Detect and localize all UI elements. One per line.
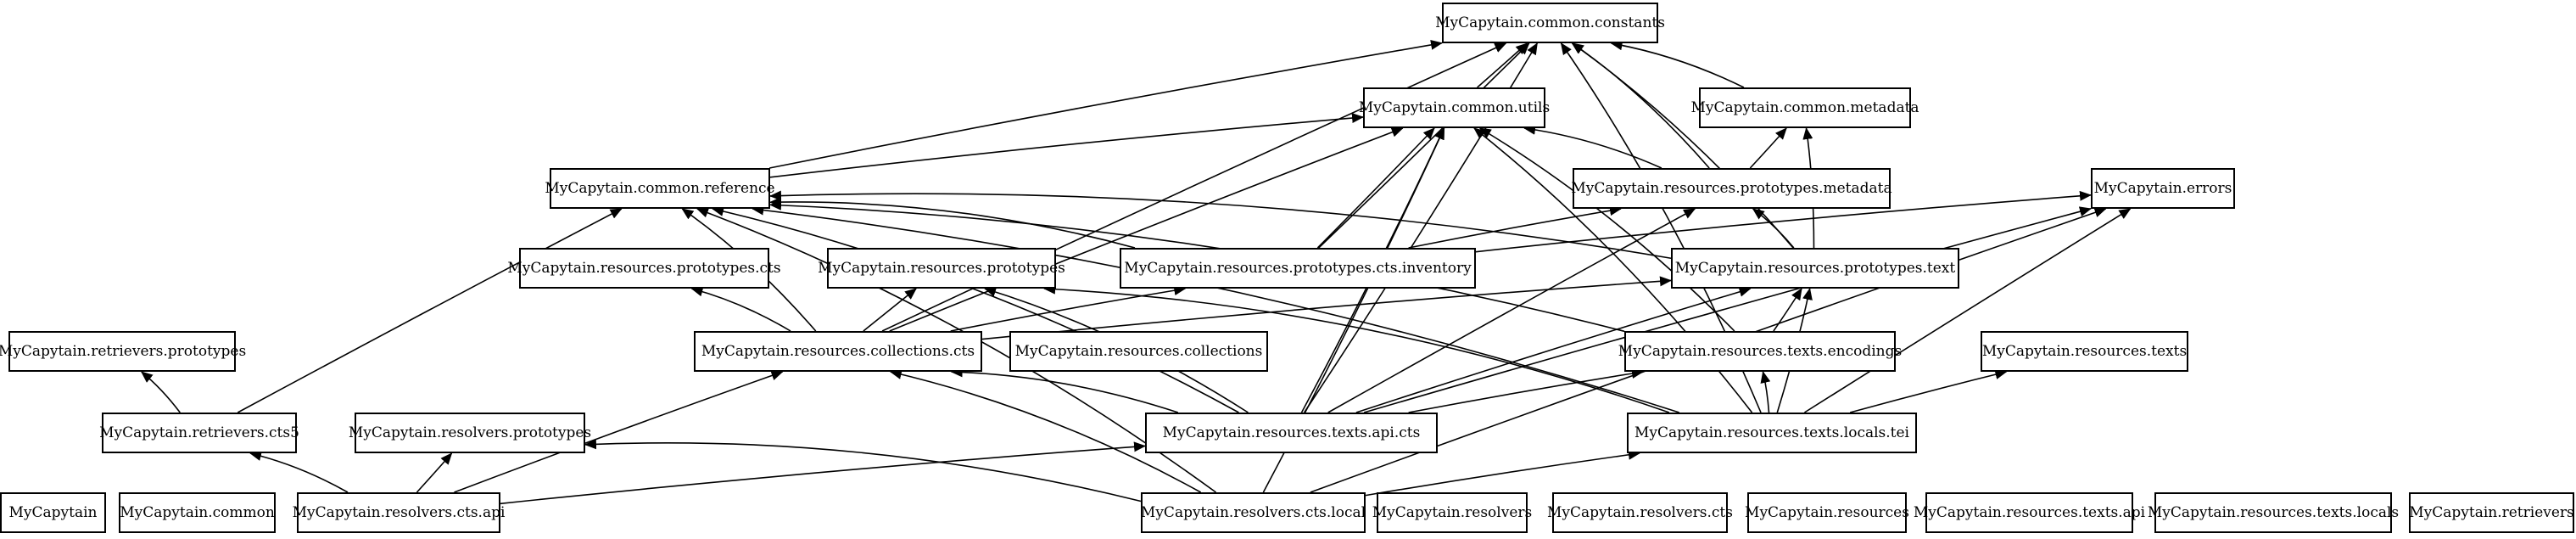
dependency-arrow (1478, 127, 1735, 332)
dependency-arrow (950, 285, 1187, 332)
dependency-arrow (1043, 284, 1670, 413)
dependency-arrow (1475, 190, 2092, 253)
dependency-arrow (690, 286, 791, 332)
dependency-arrow (950, 367, 1179, 413)
module-node: MyCapytain.resources.texts.api (1914, 492, 2145, 533)
dependency-arrow (981, 276, 1672, 340)
dependency-arrow (1523, 124, 1662, 169)
dependency-arrow (1610, 40, 1745, 88)
module-node: MyCapytain.resources.collections.cts (694, 331, 982, 372)
module-node: MyCapytain.resolvers.cts.local (1141, 492, 1366, 533)
dependency-arrow (140, 371, 181, 413)
dependency-arrow (1408, 205, 1622, 249)
module-node: MyCapytain.resources.prototypes.cts (507, 248, 781, 289)
dependency-arrow (1803, 208, 2132, 413)
dependency-arrow (237, 208, 623, 413)
dependency-arrow (1572, 42, 1710, 169)
module-node: MyCapytain.resources.texts.locals (2148, 492, 2399, 533)
module-node: MyCapytain.resources.collections (1009, 331, 1268, 372)
module-node: MyCapytain.resources.texts.encodings (1618, 331, 1902, 372)
module-node: MyCapytain.common (119, 492, 276, 533)
dependency-arrow (1760, 371, 1771, 413)
dependency-arrow (1365, 449, 1640, 497)
module-node: MyCapytain.common.metadata (1690, 87, 1919, 128)
module-node: MyCapytain.resources.prototypes.cts.inve… (1120, 248, 1476, 289)
module-node: MyCapytain.resolvers.cts (1547, 492, 1733, 533)
module-node: MyCapytain.resources.texts.api.cts (1145, 413, 1438, 453)
dependency-arrow (1749, 127, 1787, 169)
dependency-arrow (889, 127, 1404, 332)
dependency-arrow (454, 370, 784, 493)
module-node: MyCapytain.common.reference (545, 168, 775, 209)
module-node: MyCapytain.errors (2091, 168, 2235, 209)
dependency-arrow (416, 452, 453, 493)
module-node: MyCapytain.resources.prototypes (818, 248, 1065, 289)
dependency-arrow (1363, 206, 2092, 413)
dependency-arrow (1327, 208, 1696, 413)
module-node: MyCapytain.resources.prototypes.text (1671, 248, 1959, 289)
module-node: MyCapytain.resources.texts.locals.tei (1627, 413, 1917, 453)
dependency-arrow (769, 190, 1672, 260)
dependency-arrow (249, 451, 349, 493)
dependency-arrow (1408, 368, 1644, 413)
dependency-arrow (712, 206, 1239, 413)
dependency-arrow (769, 113, 1364, 178)
module-node: MyCapytain.resolvers.prototypes (349, 413, 591, 453)
dependency-arrow (1849, 369, 2008, 413)
dependency-arrow (500, 441, 1146, 505)
dependency-arrow (769, 39, 1443, 169)
module-node: MyCapytain.resolvers.cts.api (293, 492, 505, 533)
module-node: MyCapytain.retrievers.prototypes (0, 331, 246, 372)
module-node: MyCapytain.resources (1745, 492, 1909, 533)
dependency-arrow (696, 207, 1217, 493)
module-node: MyCapytain (0, 492, 106, 533)
module-node: MyCapytain.common.constants (1435, 3, 1665, 43)
dependency-arrow (1318, 42, 1530, 249)
module-node: MyCapytain.retrievers (2409, 492, 2574, 533)
module-node: MyCapytain.common.utils (1359, 87, 1550, 128)
module-node: MyCapytain.resources.prototypes.metadata (1571, 168, 1892, 209)
dependency-arrow (1773, 288, 1802, 332)
dependency-arrow (1355, 286, 1752, 413)
dependency-arrow (889, 369, 1202, 493)
module-node: MyCapytain.resources.texts (1981, 331, 2188, 372)
dependency-arrow (769, 199, 1625, 333)
dependency-arrow (1316, 127, 1435, 249)
dependency-arrow (584, 439, 1142, 503)
module-node: MyCapytain.resolvers (1372, 492, 1532, 533)
dependency-arrow (1752, 208, 1795, 249)
dependency-arrow (769, 196, 1136, 249)
dependency-arrow (863, 288, 917, 332)
dependency-arrow (1571, 42, 1794, 249)
dependency-arrow (1477, 42, 1528, 88)
module-node: MyCapytain.retrievers.cts5 (99, 413, 299, 453)
